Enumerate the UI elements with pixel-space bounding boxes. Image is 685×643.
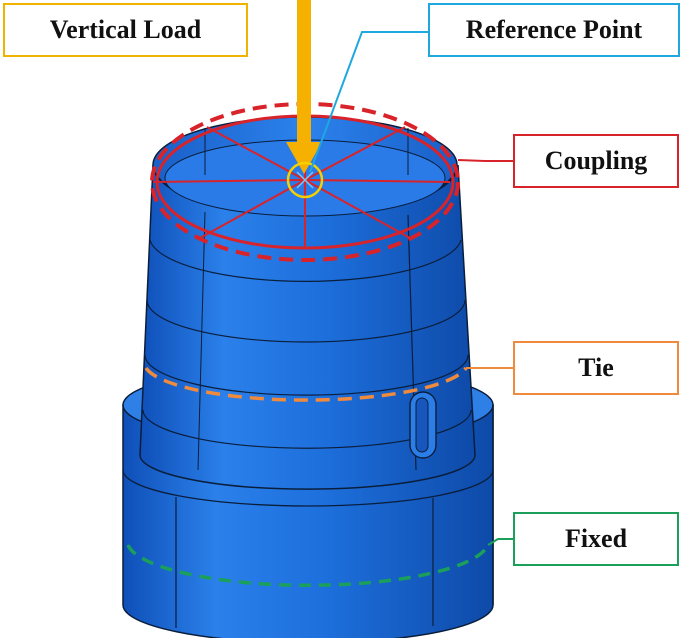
- vertical-load-label: Vertical Load: [3, 3, 248, 57]
- coupling-leader: [457, 159, 513, 162]
- coupling-spokes: [152, 118, 451, 248]
- reference-point-leader: [309, 31, 428, 173]
- fixed-leader: [487, 538, 513, 546]
- shell-ring-3: [144, 354, 469, 396]
- reference-point-label: Reference Point: [428, 3, 680, 57]
- fixed-label: Fixed: [513, 512, 679, 566]
- shell-ring-2: [146, 299, 466, 343]
- vertical-load-arrow: [286, 0, 322, 174]
- reference-point-marker: [286, 161, 324, 199]
- tie-label: Tie: [513, 341, 679, 395]
- base-ledge-line: [122, 469, 494, 507]
- fixed-dashed-line: [126, 544, 490, 588]
- shell-ring-1: [149, 239, 462, 282]
- slot-inner: [415, 397, 429, 453]
- tie-dashed-line: [144, 366, 468, 402]
- shell-seam-left: [197, 211, 206, 471]
- shell-ring-4: [142, 409, 472, 449]
- coupling-label: Coupling: [513, 134, 679, 188]
